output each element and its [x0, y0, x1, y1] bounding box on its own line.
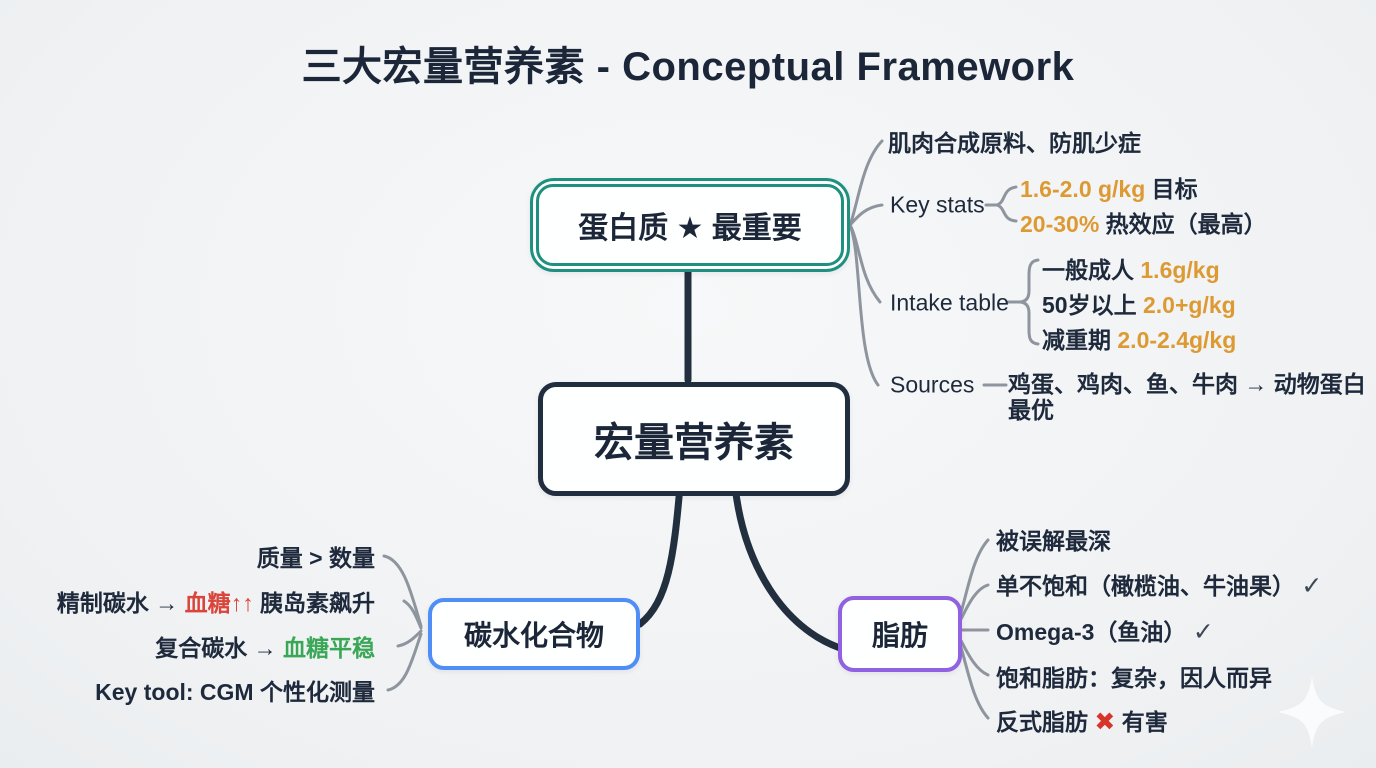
protein-keystat-row: 1.6-2.0 g/kg 目标	[1020, 170, 1198, 204]
trunk-edges	[636, 268, 844, 652]
fat-saturated-note: 饱和脂肪：复杂，因人而异	[996, 665, 1272, 691]
protein-muscle-note: 肌肉合成原料、防肌少症	[888, 130, 1141, 156]
node-fat: 脂肪	[838, 596, 962, 672]
carbs-refined-note: 精制碳水 → 血糖↑↑ 胰岛素飙升	[57, 584, 375, 618]
intake-value: 2.0-2.4g/kg	[1117, 327, 1237, 353]
trans-suffix: 有害	[1115, 709, 1168, 735]
mono-text: 单不饱和（橄榄油、牛油果）	[996, 573, 1295, 599]
carbs-complex-note: 复合碳水 → 血糖平稳	[155, 629, 375, 663]
trans-prefix: 反式脂肪	[996, 709, 1095, 735]
intake-value: 1.6g/kg	[1140, 257, 1220, 283]
protein-keystats-label: Key stats	[890, 191, 985, 218]
connector-carbs-complex	[396, 629, 423, 648]
edge-center-fat	[731, 482, 844, 652]
omega-text: Omega-3（鱼油）	[996, 619, 1187, 645]
protein-keystat-row: 20-30% 热效应（最高）	[1020, 205, 1267, 239]
intake-group: 50岁以上	[1042, 292, 1143, 318]
sparkle-icon	[1278, 676, 1346, 748]
carbs-quality-note: 质量 > 数量	[256, 545, 375, 571]
node-protein: 蛋白质 ★ 最重要	[530, 178, 850, 272]
connector-protein-muscle	[848, 139, 884, 227]
intake-group: 一般成人	[1042, 257, 1141, 283]
intake-brace	[1018, 258, 1040, 346]
keystats-brace-bottom	[995, 203, 1018, 223]
keystat-value: 20-30%	[1020, 211, 1100, 237]
keystat-label: 目标	[1151, 176, 1198, 202]
cross-icon: ✖	[1094, 708, 1116, 736]
fat-omega-note: Omega-3（鱼油） ✓	[996, 613, 1214, 647]
node-center: 宏量营养素	[538, 382, 850, 496]
branch-connectors	[382, 139, 1040, 720]
refined-highlight: 血糖↑↑	[184, 590, 254, 616]
connector-carbs-quality	[382, 554, 423, 628]
complex-prefix: 复合碳水 →	[155, 635, 283, 661]
node-carbs: 碳水化合物	[428, 598, 640, 670]
intake-row: 减重期 2.0-2.4g/kg	[1042, 321, 1236, 355]
protein-sources-label: Sources	[890, 371, 975, 398]
connector-protein-sources	[848, 223, 880, 387]
edge-center-carbs	[636, 482, 684, 628]
diagram-title: 三大宏量营养素 - Conceptual Framework	[301, 45, 1075, 89]
intake-group: 减重期	[1042, 327, 1118, 353]
intake-value: 2.0+g/kg	[1142, 292, 1236, 318]
check-icon: ✓	[1301, 572, 1323, 600]
connector-carbs-tool	[386, 632, 423, 692]
keystats-brace-top	[995, 185, 1018, 207]
keystat-label: 热效应（最高）	[1105, 211, 1267, 237]
refined-suffix: 胰岛素飙升	[253, 590, 375, 616]
intake-row: 50岁以上 2.0+g/kg	[1042, 286, 1236, 320]
connector-protein-keystats	[848, 203, 884, 227]
carbs-tool-note: Key tool: CGM 个性化测量	[95, 679, 375, 705]
fat-trans-note: 反式脂肪 ✖ 有害	[996, 703, 1168, 737]
protein-sources-text: 鸡蛋、鸡肉、鱼、牛肉 → 动物蛋白最优	[1008, 371, 1366, 423]
protein-intake-label: Intake table	[890, 289, 1009, 316]
intake-row: 一般成人 1.6g/kg	[1042, 251, 1220, 285]
fat-mono-note: 单不饱和（橄榄油、牛油果） ✓	[996, 567, 1322, 601]
node-protein-label: 蛋白质 ★ 最重要	[536, 184, 844, 266]
connector-carbs-refined	[402, 599, 423, 630]
refined-prefix: 精制碳水 →	[56, 590, 185, 616]
check-icon: ✓	[1192, 618, 1214, 646]
keystat-value: 1.6-2.0 g/kg	[1020, 176, 1146, 202]
complex-highlight: 血糖平稳	[283, 635, 375, 661]
fat-misunderstood-note: 被误解最深	[996, 528, 1111, 554]
